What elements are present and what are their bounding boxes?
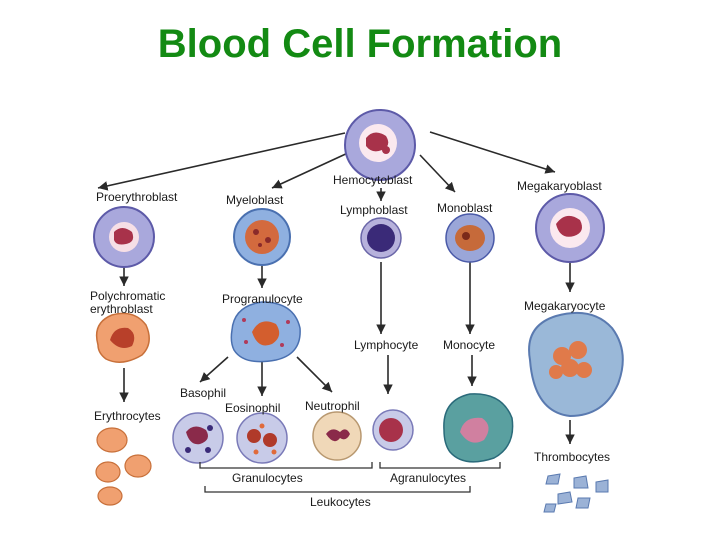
label-progranulocyte: Progranulocyte: [222, 292, 303, 306]
lymphoblast-cell: [360, 217, 402, 259]
label-polychromatic-line1: Polychromatic: [90, 289, 165, 303]
label-hemocytoblast: Hemocytoblast: [333, 173, 413, 187]
label-megakaryocyte: Megakaryocyte: [524, 299, 606, 313]
label-lymphocyte: Lymphocyte: [354, 338, 419, 352]
myeloblast-cell: [233, 208, 291, 266]
slide-title: Blood Cell Formation: [157, 22, 563, 66]
megakaryoblast-cell: [535, 193, 605, 263]
label-agranulocytes: Agranulocytes: [390, 471, 466, 485]
polychromatic-erythroblast-cell: [95, 312, 150, 363]
label-polychromatic-line2: erythroblast: [90, 302, 153, 316]
monoblast-cell: [445, 213, 495, 263]
arrows: [97, 131, 575, 444]
label-monocyte: Monocyte: [443, 338, 495, 352]
thrombocytes-cells: [543, 473, 609, 513]
label-lymphoblast: Lymphoblast: [340, 203, 408, 217]
hemocytoblast-cell: [344, 109, 416, 181]
progranulocyte-cell: [230, 301, 301, 363]
label-megakaryoblast: Megakaryoblast: [517, 179, 602, 193]
basophil-cell: [172, 412, 224, 464]
lymphocyte-cell: [372, 409, 414, 451]
label-myeloblast: Myeloblast: [226, 193, 284, 207]
megakaryocyte-cell: [528, 312, 624, 418]
label-monoblast: Monoblast: [437, 201, 493, 215]
neutrophil-cell: [312, 411, 362, 461]
label-leukocytes: Leukocytes: [310, 495, 371, 509]
label-proerythroblast: Proerythroblast: [96, 190, 178, 204]
monocyte-cell: [443, 393, 514, 463]
proerythroblast-cell: [93, 206, 155, 268]
eosinophil-cell: [236, 412, 288, 464]
label-erythrocytes: Erythrocytes: [94, 409, 161, 423]
label-thrombocytes: Thrombocytes: [534, 450, 610, 464]
brackets: [199, 462, 501, 493]
label-basophil: Basophil: [180, 386, 226, 400]
label-neutrophil: Neutrophil: [305, 399, 360, 413]
label-eosinophil: Eosinophil: [225, 401, 280, 415]
label-granulocytes: Granulocytes: [232, 471, 303, 485]
erythrocytes-cells: [95, 427, 152, 506]
